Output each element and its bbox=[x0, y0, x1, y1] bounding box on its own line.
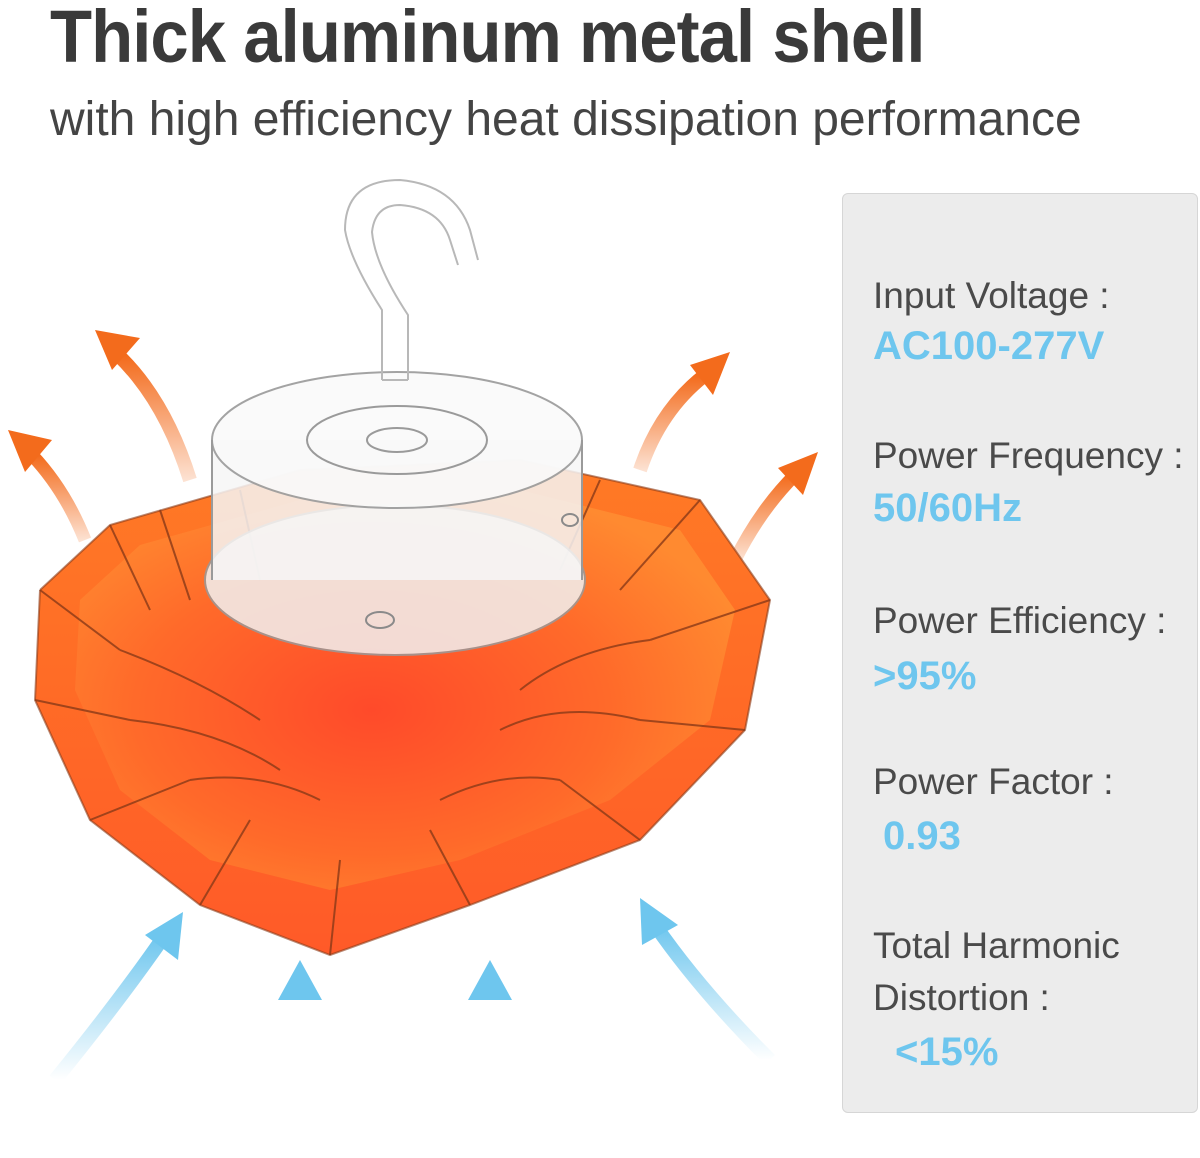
hot-air-arrows bbox=[8, 330, 818, 563]
arrow-up-orange-icon bbox=[95, 330, 197, 483]
spec-value-total-harmonic-distortion: <15% bbox=[895, 1030, 999, 1074]
spec-label-total-harmonic-distortion: Total Harmonic Distortion : bbox=[873, 925, 1120, 1018]
page-subtitle: with high efficiency heat dissipation pe… bbox=[50, 93, 1082, 146]
spec-value-input-voltage: AC100-277V bbox=[873, 324, 1105, 368]
arrow-up-blue-icon bbox=[640, 898, 775, 1065]
arrow-up-orange-icon bbox=[633, 352, 730, 473]
page-title: Thick aluminum metal shell bbox=[50, 0, 925, 78]
spec-value-power-factor: 0.93 bbox=[883, 814, 961, 858]
cool-air-arrows bbox=[49, 898, 775, 1150]
spec-panel: Input Voltage : AC100-277V Power Frequen… bbox=[842, 193, 1198, 1113]
heatsink-illustration bbox=[8, 178, 818, 1150]
arrow-up-blue-icon bbox=[278, 960, 322, 1150]
spec-label-input-voltage: Input Voltage : bbox=[873, 275, 1110, 316]
spec-label-power-efficiency: Power Efficiency : bbox=[873, 600, 1167, 641]
driver-housing bbox=[204, 371, 586, 656]
hanging-hook bbox=[343, 178, 479, 381]
arrow-up-blue-icon bbox=[49, 912, 183, 1085]
arrow-up-orange-icon bbox=[8, 430, 92, 543]
spec-value-power-efficiency: >95% bbox=[873, 654, 977, 698]
spec-value-power-frequency: 50/60Hz bbox=[873, 486, 1022, 530]
arrow-up-orange-icon bbox=[729, 452, 818, 563]
spec-label-power-frequency: Power Frequency : bbox=[873, 435, 1184, 476]
arrow-up-blue-icon bbox=[468, 960, 512, 1150]
spec-label-power-factor: Power Factor : bbox=[873, 761, 1114, 802]
